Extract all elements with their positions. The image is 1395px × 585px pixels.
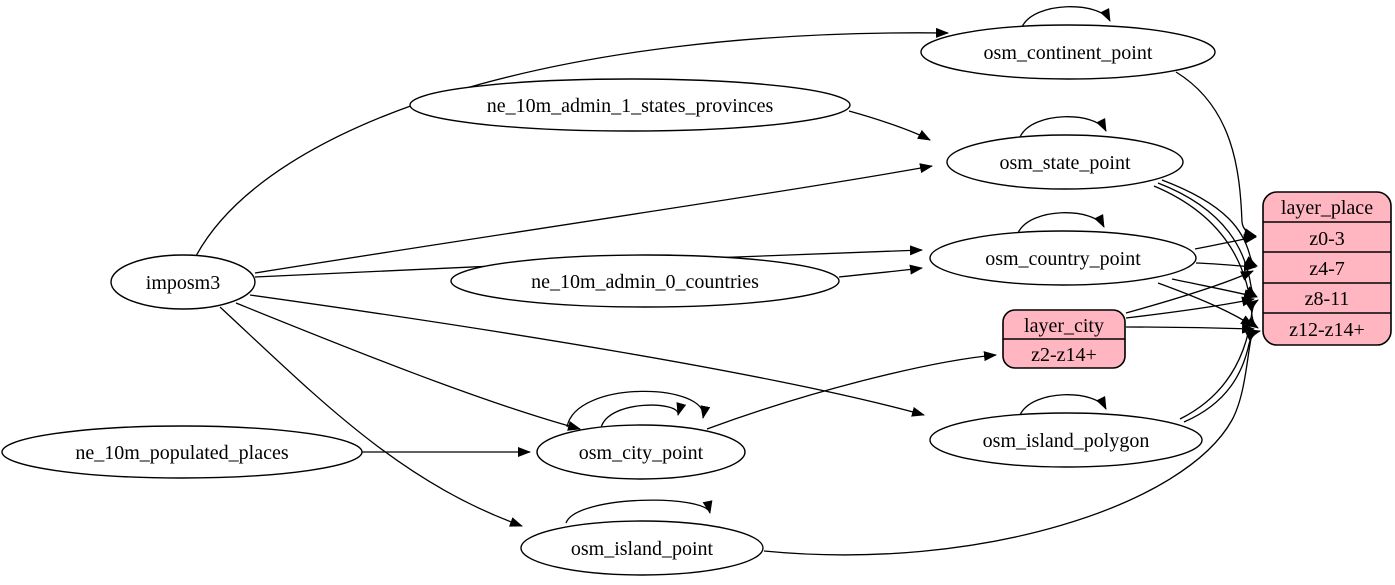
node-ne_10m_admin_1_states_provinces-label: ne_10m_admin_1_states_provinces — [487, 95, 774, 117]
selfloop-osm_state_point — [1019, 116, 1107, 138]
edge-imposm3-osm_island_point — [219, 306, 523, 527]
node-osm_island_polygon-label: osm_island_polygon — [983, 430, 1150, 452]
node-osm_island_point: osm_island_point — [520, 520, 764, 576]
node-ne_10m_admin_1_states_provinces-shape — [409, 78, 851, 132]
selfloop-osm_island_polygon — [1019, 394, 1107, 416]
layer_place-row-z12-z14: z12-z14+ — [1289, 319, 1365, 341]
layer_place-title: layer_place — [1281, 197, 1373, 219]
node-osm_state_point: osm_state_point — [946, 134, 1184, 190]
layer_city-title: layer_city — [1024, 315, 1104, 337]
edge-osm_continent_point-z0-3 — [1175, 71, 1257, 238]
node-osm_continent_point: osm_continent_point — [920, 24, 1216, 80]
edge-layer_city-z8-11 — [1125, 296, 1255, 319]
node-osm_city_point-label: osm_city_point — [579, 442, 704, 464]
node-ne_10m_populated_places-label: ne_10m_populated_places — [75, 442, 288, 464]
node-osm_continent_point-shape — [920, 24, 1216, 80]
node-osm_island_polygon-shape — [929, 412, 1203, 468]
node-osm_state_point-label: osm_state_point — [999, 152, 1131, 174]
selfloop-osm_city_point-inner — [600, 402, 687, 429]
node-layer_place: layer_place z0-3 z4-7 z8-11 z12-z14+ — [1262, 191, 1392, 346]
node-layer_place-shape — [1262, 191, 1392, 346]
node-ne_10m_populated_places-shape — [1, 425, 363, 479]
edge-osm_country_point-z4-7 — [1195, 261, 1257, 272]
node-osm_continent_point-label: osm_continent_point — [984, 42, 1153, 64]
edge-osm_state_point-z8-11 — [1157, 182, 1258, 298]
node-osm_country_point-shape — [929, 230, 1197, 286]
node-osm_state_point-shape — [946, 134, 1184, 190]
selfloop-osm_continent_point — [1021, 6, 1111, 28]
edge-ne_10m_admin_0_countries-osm_country_point — [838, 264, 923, 278]
edge-osm_country_point-z0-3 — [1194, 234, 1257, 250]
edge-osm_island_polygon-z12-z14 — [1183, 330, 1259, 423]
edges — [195, 6, 1261, 556]
node-ne_10m_admin_0_countries-shape — [450, 254, 840, 308]
layer_place-row-z4-7: z4-7 — [1309, 258, 1345, 280]
edge-osm_island_point-z12-z14 — [763, 329, 1261, 556]
node-layer_city: layer_city z2-z14+ — [1002, 309, 1126, 369]
node-ne_10m_admin_1_states_provinces: ne_10m_admin_1_states_provinces — [409, 78, 851, 132]
node-osm_island_point-label: osm_island_point — [571, 538, 714, 560]
edge-imposm3-osm_continent_point — [195, 27, 949, 257]
node-ne_10m_admin_0_countries-label: ne_10m_admin_0_countries — [531, 271, 759, 293]
edge-ne_10m_admin_1_states_provinces-osm_state_point — [848, 110, 931, 141]
edge-imposm3-osm_state_point — [254, 163, 933, 274]
layer_place-row-z0-3: z0-3 — [1309, 228, 1345, 250]
node-osm_country_point: osm_country_point — [929, 230, 1197, 286]
edge-imposm3-osm_island_polygon — [249, 294, 925, 417]
node-ne_10m_populated_places: ne_10m_populated_places — [1, 425, 363, 479]
node-osm_city_point-shape — [536, 424, 746, 480]
node-imposm3-label: imposm3 — [146, 272, 220, 294]
edge-osm_city_point-layer_city — [706, 351, 997, 430]
selfloop-osm_island_point — [565, 499, 713, 524]
edge-layer_city-z4-7 — [1125, 270, 1254, 314]
layer_place-row-z8-11: z8-11 — [1305, 288, 1350, 310]
node-osm_city_point: osm_city_point — [536, 424, 746, 480]
edge-imposm3-osm_city_point — [235, 302, 581, 431]
node-imposm3: imposm3 — [110, 254, 256, 310]
node-ne_10m_admin_0_countries: ne_10m_admin_0_countries — [450, 254, 840, 308]
layer_city-row-z2-z14: z2-z14+ — [1031, 344, 1097, 366]
edge-osm_state_point-z4-7 — [1161, 179, 1258, 267]
selfloop-osm_country_point — [1017, 212, 1105, 234]
selfloop-osm_city_point-outer — [566, 390, 711, 428]
edge-layer_city-z12-z14 — [1125, 323, 1255, 334]
edge-osm_island_polygon-z8-11 — [1179, 299, 1259, 420]
node-osm_island_polygon: osm_island_polygon — [929, 412, 1203, 468]
node-osm_island_point-shape — [520, 520, 764, 576]
edge-osm_country_point-z8-11 — [1171, 278, 1257, 299]
node-imposm3-shape — [110, 254, 256, 310]
node-osm_country_point-label: osm_country_point — [985, 248, 1141, 270]
